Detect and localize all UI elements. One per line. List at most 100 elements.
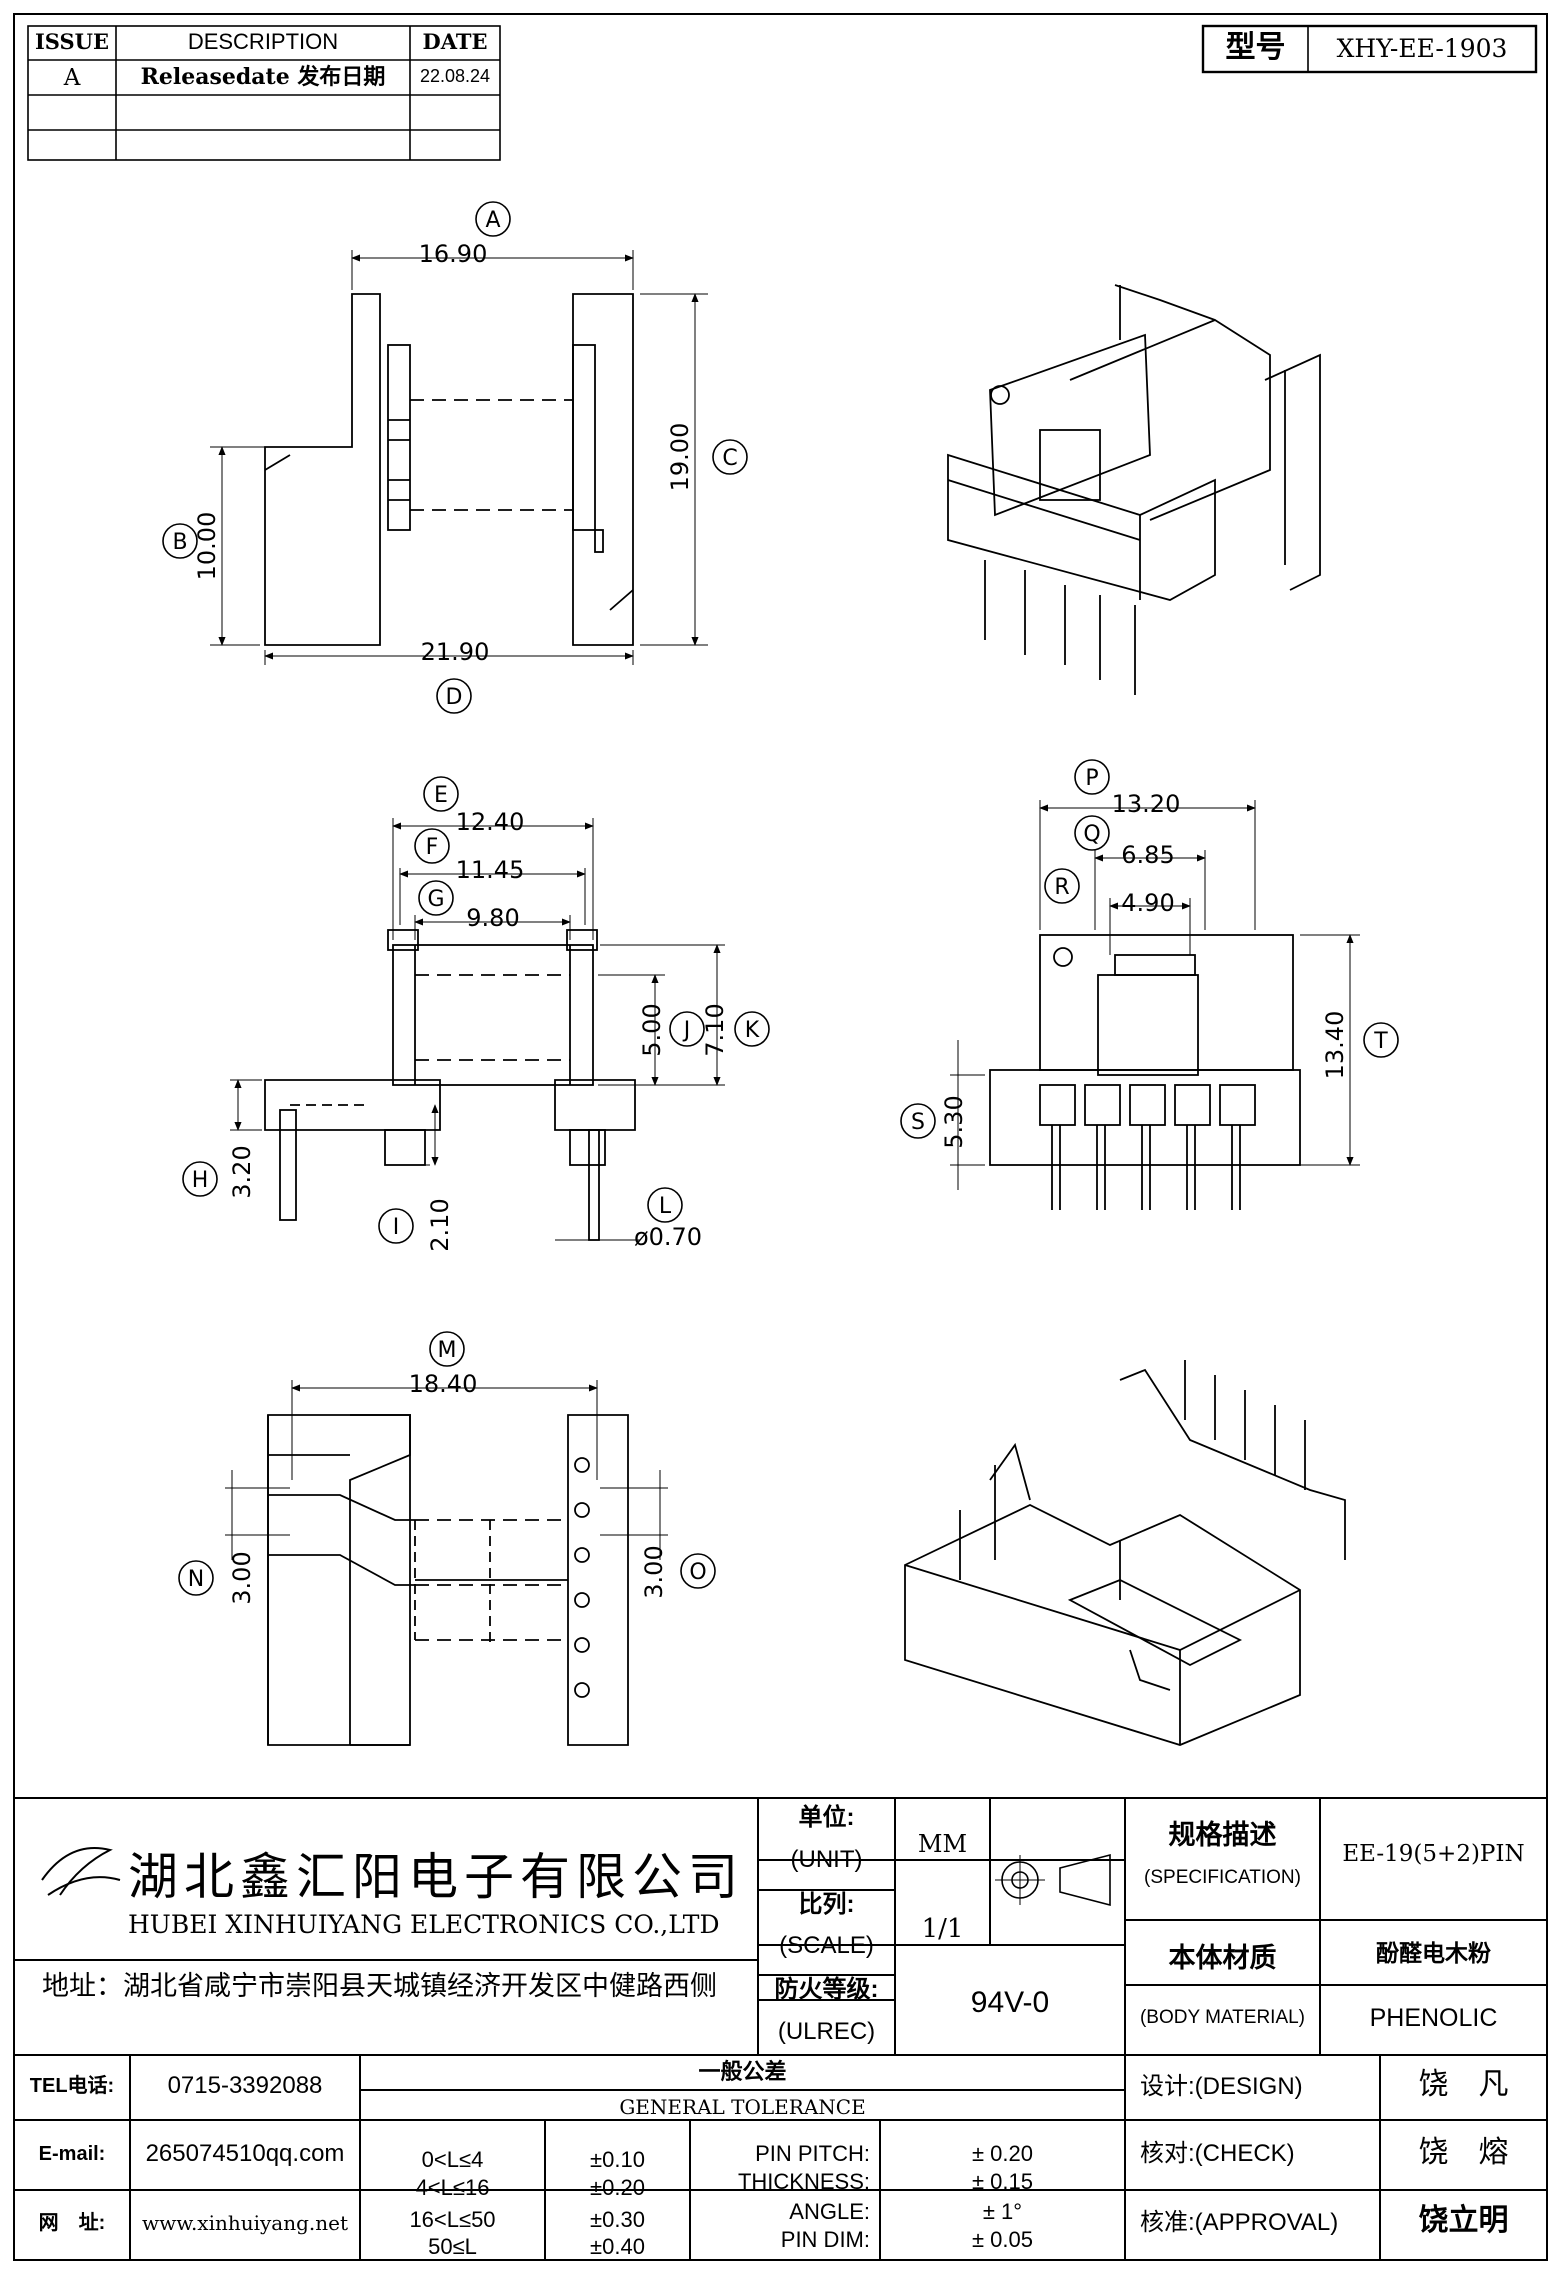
tolerance-special-value-4: ± 0.05 [971, 2227, 1033, 2252]
front-view [264, 293, 634, 646]
dim-circle-h [182, 1161, 218, 1197]
model-label: 型号 [1225, 31, 1286, 64]
ul-label-en: (ULREC) [777, 2018, 876, 2045]
scale-label-cn: 比列: [798, 1891, 855, 1918]
rear-view [989, 934, 1301, 1210]
dim-circle-l [647, 1187, 683, 1223]
tolerance-special-value-1: ± 0.20 [971, 2141, 1033, 2166]
tolerance-special-value-2: ± 0.15 [971, 2169, 1033, 2194]
dim-circle-g [418, 880, 454, 916]
rev-header-date: DATE [422, 29, 488, 54]
spec-value: EE-19(5+2)PIN [1342, 1841, 1525, 1867]
dim-letter-p: P [1085, 766, 1098, 791]
dim-letter-j: J [682, 1018, 691, 1043]
material-label-en: (BODY MATERIAL) [1139, 2007, 1306, 2028]
spec-label-cn: 规格描述 [1168, 1820, 1277, 1850]
web-value: www.xinhuiyang.net [141, 2211, 349, 2235]
tolerance-value-3: ±0.30 [590, 2207, 645, 2232]
dim-value-l: ø0.70 [634, 1223, 702, 1251]
tolerance-range-2: 4<L≤16 [415, 2175, 490, 2200]
tolerance-title-cn: 一般公差 [698, 2059, 787, 2084]
dim-letter-h: H [192, 1168, 209, 1193]
company-logo [41, 1847, 121, 1896]
dim-value-r: 4.90 [1121, 889, 1174, 917]
check-name: 饶 熔 [1418, 2136, 1509, 2169]
tolerance-range-3: 16<L≤50 [409, 2207, 496, 2232]
dim-value-k: 7.10 [701, 1003, 729, 1056]
dim-value-o: 3.00 [640, 1545, 668, 1598]
tolerance-value-1: ±0.10 [590, 2147, 645, 2172]
check-label: 核对:(CHECK) [1140, 2140, 1295, 2167]
dim-value-h: 3.20 [228, 1145, 256, 1198]
dim-letter-b: B [172, 530, 187, 555]
unit-value: MM [917, 1830, 968, 1858]
scale-label-en: (SCALE) [779, 1932, 874, 1959]
tolerance-value-4: ±0.40 [590, 2234, 645, 2259]
dim-letter-d: D [446, 685, 463, 710]
tel-label: TEL电话: [29, 2075, 115, 2097]
dim-circle-o [680, 1553, 716, 1589]
dim-circle-d [436, 678, 472, 714]
dim-value-t: 13.40 [1321, 1011, 1349, 1080]
tolerance-value-2: ±0.20 [590, 2175, 645, 2200]
dim-circle-e [423, 776, 459, 812]
tolerance-special-value-3: ± 1° [982, 2199, 1023, 2224]
ul-label-cn: 防火等级: [774, 1976, 879, 2003]
company-address: 地址：湖北省咸宁市崇阳县天城镇经济开发区中健路西侧 [42, 1971, 717, 2001]
dim-letter-e: E [434, 783, 448, 808]
dim-value-i: 2.10 [426, 1198, 454, 1251]
approval-name: 饶立明 [1418, 2204, 1509, 2237]
dim-circle-c [712, 439, 748, 475]
dim-letter-g: G [427, 887, 444, 912]
dim-circle-p [1074, 759, 1110, 795]
isometric-view-bottom [904, 1360, 1346, 1746]
side-view [264, 929, 636, 1241]
dim-value-j: 5.00 [638, 1003, 666, 1056]
tolerance-special-label-3: ANGLE: [789, 2199, 870, 2224]
rev-header-issue: ISSUE [34, 29, 109, 54]
rev-row-description: Releasedate 发布日期 [140, 64, 386, 90]
bottom-view [267, 1414, 629, 1746]
dim-value-m: 18.40 [409, 1370, 478, 1398]
dim-letter-l: L [659, 1194, 672, 1219]
dim-letter-r: R [1054, 875, 1069, 900]
email-label: E-mail: [38, 2143, 106, 2165]
dim-letter-f: F [426, 835, 439, 860]
dim-value-s: 5.30 [940, 1095, 968, 1148]
tolerance-special-label-1: PIN PITCH: [755, 2141, 870, 2166]
dim-value-c: 19.00 [666, 423, 694, 492]
dim-letter-s: S [911, 1110, 925, 1135]
material-label-cn: 本体材质 [1168, 1943, 1277, 1973]
dim-circle-q [1074, 815, 1110, 851]
dim-letter-i: I [393, 1215, 400, 1240]
dim-letter-k: K [745, 1018, 760, 1043]
rev-row-date: 22.08.24 [419, 66, 491, 86]
design-label: 设计:(DESIGN) [1140, 2073, 1303, 2100]
web-label: 网 址: [38, 2212, 106, 2234]
unit-label-en: (UNIT) [790, 1846, 863, 1873]
dim-value-f: 11.45 [456, 856, 525, 884]
dim-circle-a [475, 201, 511, 237]
dim-letter-c: C [722, 446, 737, 471]
dim-circle-k [734, 1011, 770, 1047]
dim-circle-r [1044, 868, 1080, 904]
scale-value: 1/1 [921, 1914, 964, 1944]
tolerance-special-label-4: PIN DIM: [780, 2227, 870, 2252]
dim-circle-i [378, 1208, 414, 1244]
email-value: 265074510qq.com [145, 2140, 345, 2167]
rev-header-description: DESCRIPTION [187, 29, 339, 54]
dim-value-n: 3.00 [228, 1551, 256, 1604]
company-name-en: HUBEI XINHUIYANG ELECTRONICS CO.,LTD [128, 1910, 720, 1939]
approval-label: 核准:(APPROVAL) [1140, 2209, 1339, 2236]
dim-circle-j [669, 1011, 705, 1047]
design-name: 饶 凡 [1418, 2068, 1509, 2101]
tolerance-title-en: GENERAL TOLERANCE [619, 2095, 866, 2119]
material-value-en: PHENOLIC [1369, 2004, 1498, 2032]
dim-letter-a: A [485, 208, 500, 233]
tolerance-range-4: 50≤L [428, 2234, 477, 2259]
dim-value-q: 6.85 [1121, 841, 1174, 869]
dim-value-p: 13.20 [1112, 790, 1181, 818]
projection-symbol [995, 1853, 1111, 1907]
